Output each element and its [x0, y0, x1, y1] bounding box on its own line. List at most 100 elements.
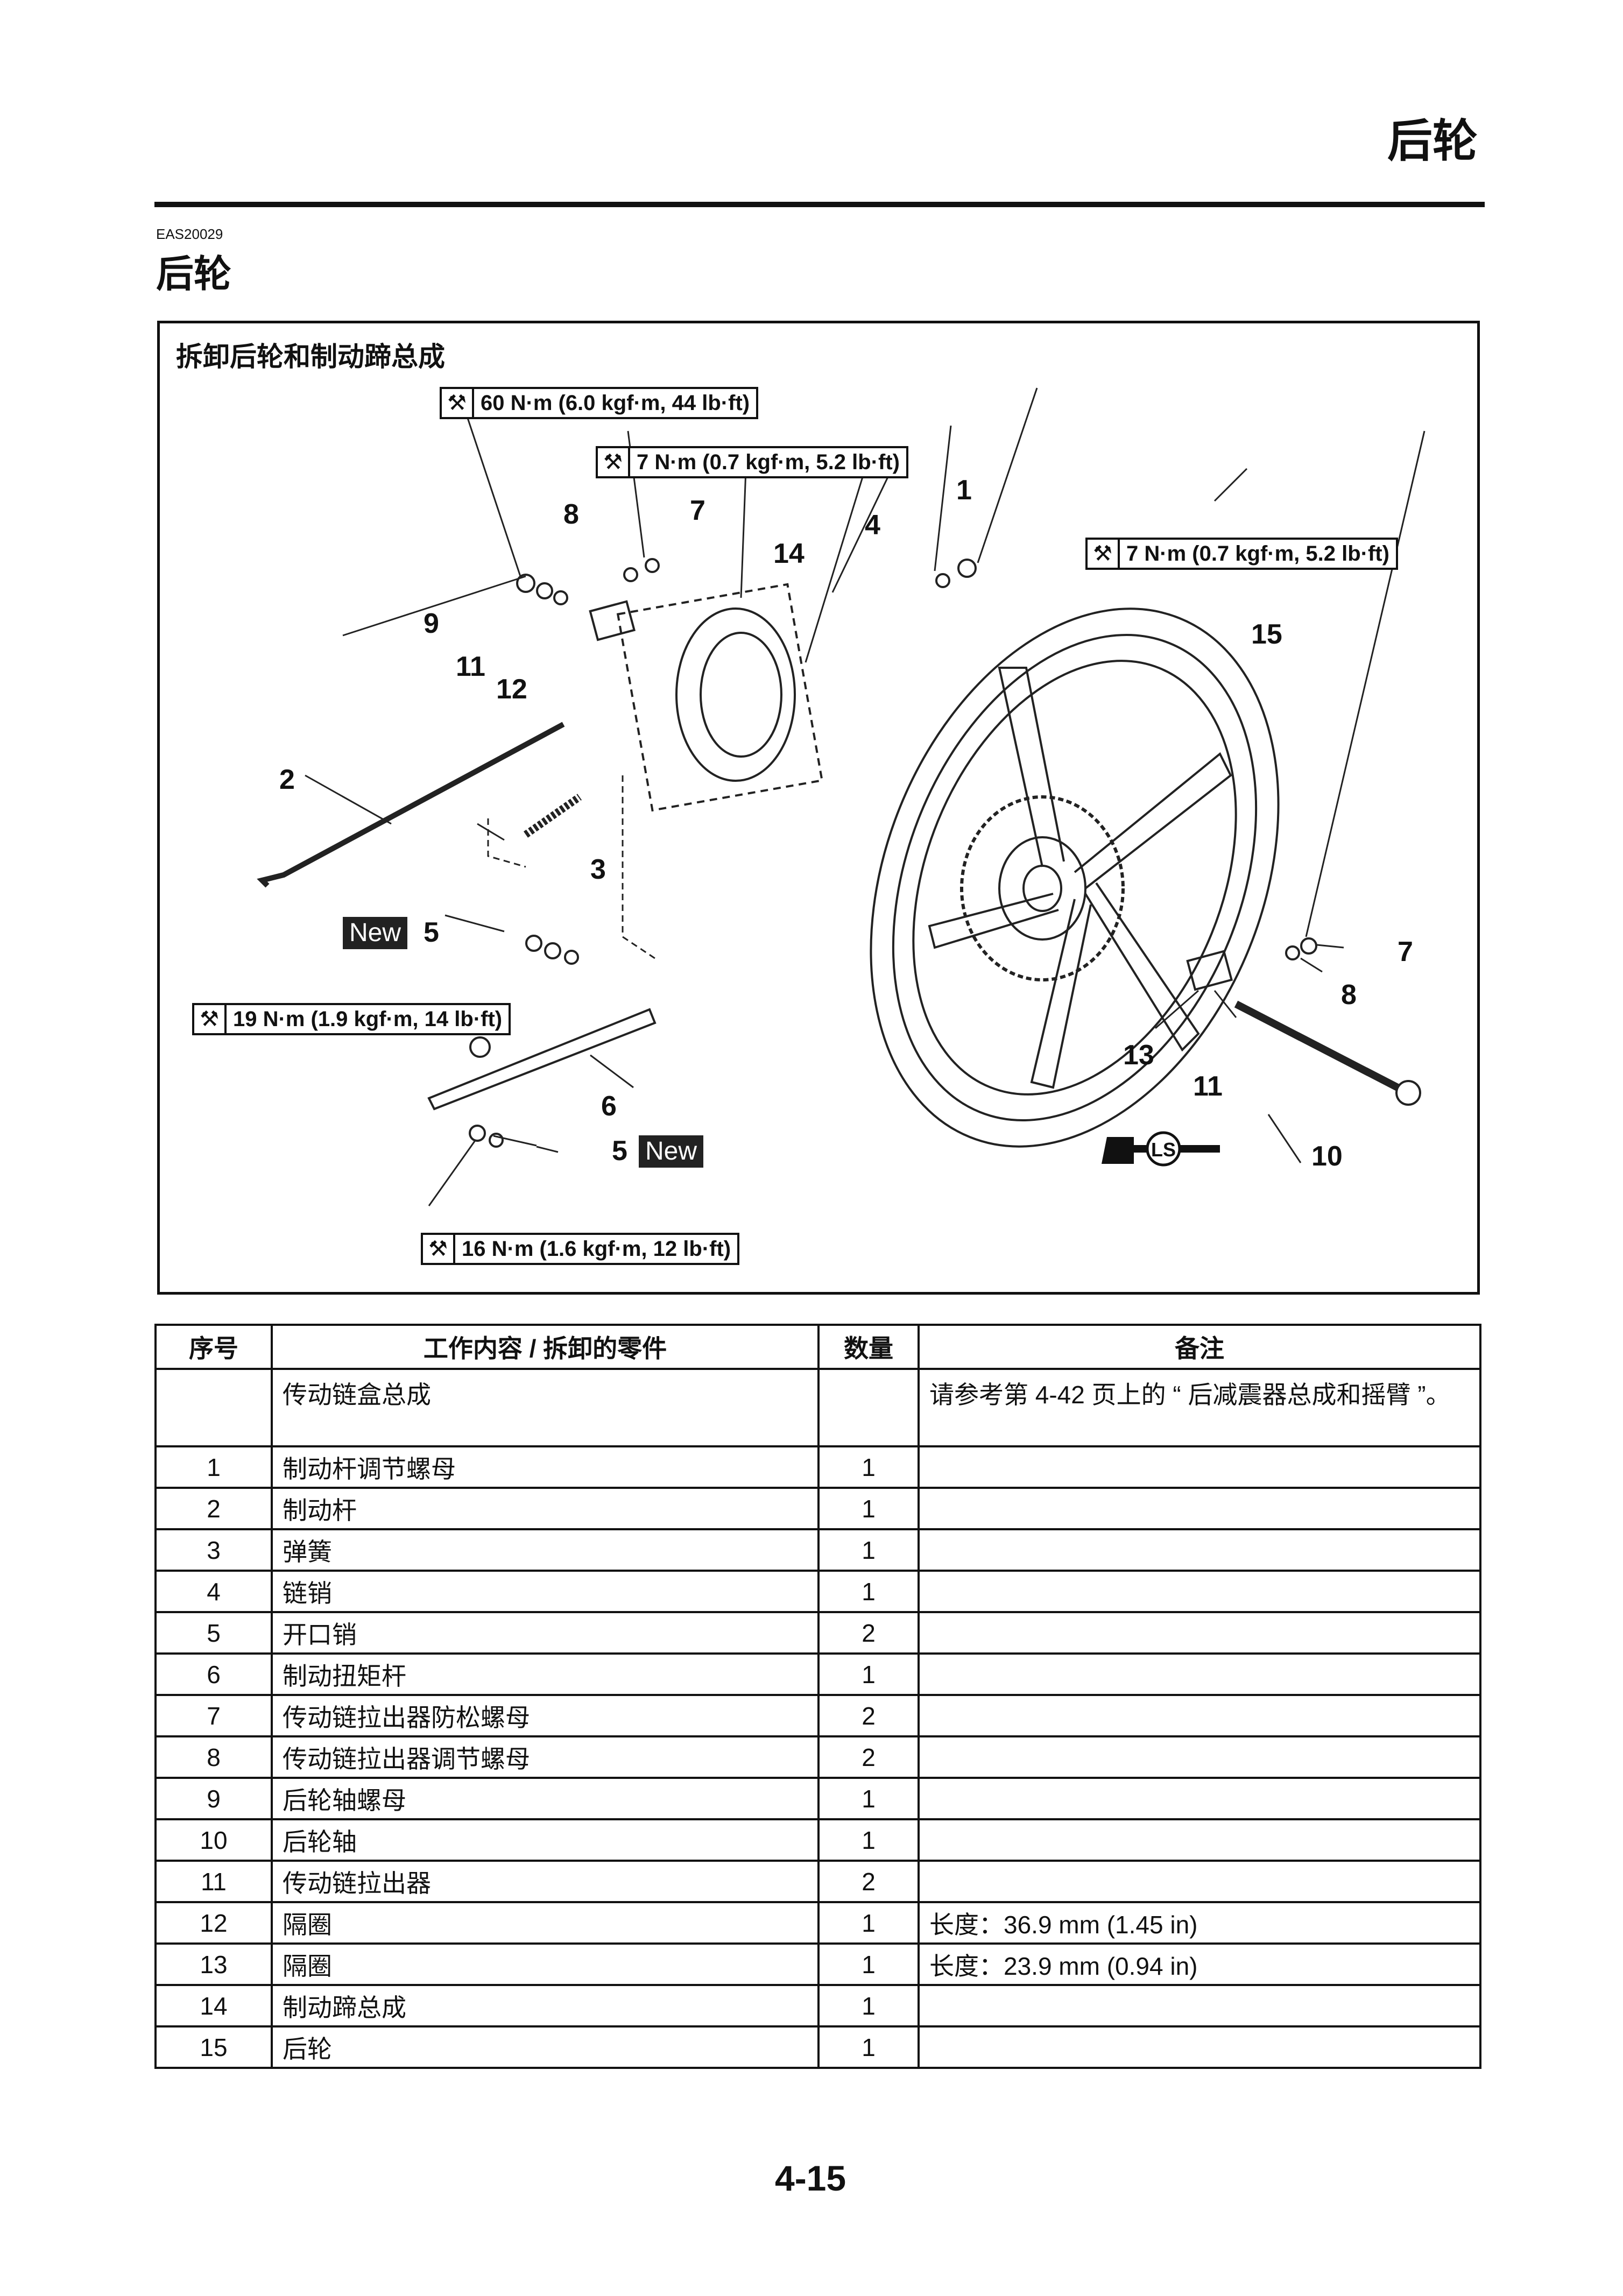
header-title: 后轮 [1387, 116, 1478, 166]
wheel-spoke [1074, 752, 1232, 889]
cell-no: 10 [154, 1818, 273, 1862]
cell-no: 1 [154, 1445, 273, 1489]
section-title: 后轮 [156, 253, 231, 295]
cell-note: 长度：23.9 mm (0.94 in) [918, 1942, 1481, 1986]
brake-rod [257, 722, 565, 888]
callout-11-lower: 11 [1193, 1071, 1223, 1102]
cell-qty: 1 [817, 1984, 920, 2027]
cell-no: 3 [154, 1528, 273, 1572]
cell-name: 传动链拉出器 [271, 1860, 820, 1903]
cell-no: 7 [154, 1694, 273, 1737]
diagram-title: 拆卸后轮和制动蹄总成 [176, 342, 445, 372]
exploded-view-drawing [257, 387, 1426, 1206]
cell-qty: 2 [817, 1860, 920, 1903]
col-header-note: 备注 [918, 1324, 1481, 1370]
hub-bearing [1022, 865, 1062, 912]
torque-spec-text: 16 N·m (1.6 kgf·m, 12 lb·ft) [462, 1237, 731, 1261]
torque-wrench-icon: ⚒ [194, 1005, 227, 1033]
callout-11-upper: 11 [456, 651, 485, 682]
cell-qty: 1 [817, 2025, 920, 2069]
callout-5-upper: 5 [424, 917, 439, 948]
col-header-name: 工作内容 / 拆卸的零件 [271, 1324, 820, 1370]
cell-name: 后轮 [271, 2025, 820, 2069]
cell-no: 13 [154, 1942, 273, 1986]
torque-rod [427, 1008, 657, 1111]
torque-spec-text: 60 N·m (6.0 kgf·m, 44 lb·ft) [481, 391, 750, 415]
callout-7-upper: 7 [690, 495, 705, 526]
cell-note [918, 1735, 1481, 1779]
brake-shoe-drum [700, 632, 782, 758]
callout-13: 13 [1123, 1040, 1154, 1071]
cell-no: 6 [154, 1652, 273, 1696]
wheel-tire-outer [870, 607, 1280, 1148]
parts-table: 序号 工作内容 / 拆卸的零件 数量 备注 传动链盒总成 请参考第 4-42 页上… [154, 1324, 1481, 2069]
sprocket [960, 795, 1125, 981]
table-row: 传动链盒总成 请参考第 4-42 页上的 “ 后减震器总成和摇臂 ”。 [154, 1368, 1481, 1447]
table-header-row: 序号 工作内容 / 拆卸的零件 数量 备注 [154, 1324, 1481, 1370]
callout-9: 9 [424, 608, 439, 639]
cell-qty: 1 [817, 1652, 920, 1696]
cell-qty: 2 [817, 1735, 920, 1779]
cell-note [918, 1818, 1481, 1862]
wheel-tire-inner [892, 634, 1258, 1121]
torque-spec-text: 7 N·m (0.7 kgf·m, 5.2 lb·ft) [637, 450, 900, 474]
cell-no: 12 [154, 1901, 273, 1945]
cell-note [918, 1570, 1481, 1613]
cell-name: 传动链盒总成 [271, 1368, 820, 1447]
cell-name: 弹簧 [271, 1528, 820, 1572]
cell-note [918, 1984, 1481, 2027]
cell-name: 开口销 [271, 1611, 820, 1655]
cell-qty: 1 [817, 1570, 920, 1613]
header-rule [154, 202, 1485, 207]
brake-shoe-plate [675, 607, 796, 782]
callout-8-upper: 8 [563, 499, 579, 530]
torque-wrench-icon: ⚒ [598, 448, 630, 476]
callout-7-right: 7 [1398, 936, 1413, 967]
callout-12: 12 [496, 674, 527, 705]
cell-no: 15 [154, 2025, 273, 2069]
cell-qty: 1 [817, 1487, 920, 1530]
new-badge-lower: New [639, 1135, 704, 1168]
callout-8-right: 8 [1341, 979, 1357, 1011]
spacer-13 [1186, 950, 1233, 991]
cell-no: 5 [154, 1611, 273, 1655]
cell-name: 隔圈 [271, 1942, 820, 1986]
cell-note [918, 1487, 1481, 1530]
page-number: 4-15 [775, 2158, 846, 2198]
col-header-qty: 数量 [817, 1324, 920, 1370]
exploded-diagram: 拆卸后轮和制动蹄总成 [157, 321, 1480, 1295]
cell-note: 长度：36.9 mm (1.45 in) [918, 1901, 1481, 1945]
cell-note [918, 1777, 1481, 1820]
wheel-rim [912, 660, 1237, 1096]
cell-no: 8 [154, 1735, 273, 1779]
cell-note: 请参考第 4-42 页上的 “ 后减震器总成和摇臂 ”。 [918, 1368, 1481, 1447]
callout-2: 2 [279, 764, 295, 795]
cell-qty: 1 [817, 1528, 920, 1572]
brake-shoe-box [616, 583, 823, 812]
cell-name: 制动杆 [271, 1487, 820, 1530]
torque-spec-60nm: ⚒ 60 N·m (6.0 kgf·m, 44 lb·ft) [440, 387, 759, 419]
wheel-spoke [928, 893, 1059, 949]
cell-name: 链销 [271, 1570, 820, 1613]
callout-15: 15 [1251, 619, 1282, 650]
cell-name: 传动链拉出器调节螺母 [271, 1735, 820, 1779]
axle [1234, 1000, 1400, 1091]
ls-label: LS [1151, 1139, 1176, 1161]
cell-name: 隔圈 [271, 1901, 820, 1945]
spacer-12 [589, 600, 636, 641]
cell-qty: 1 [817, 1942, 920, 1986]
cell-note [918, 1860, 1481, 1903]
cell-name: 制动扭矩杆 [271, 1652, 820, 1696]
cell-no [154, 1368, 273, 1447]
callout-4: 4 [865, 510, 880, 541]
